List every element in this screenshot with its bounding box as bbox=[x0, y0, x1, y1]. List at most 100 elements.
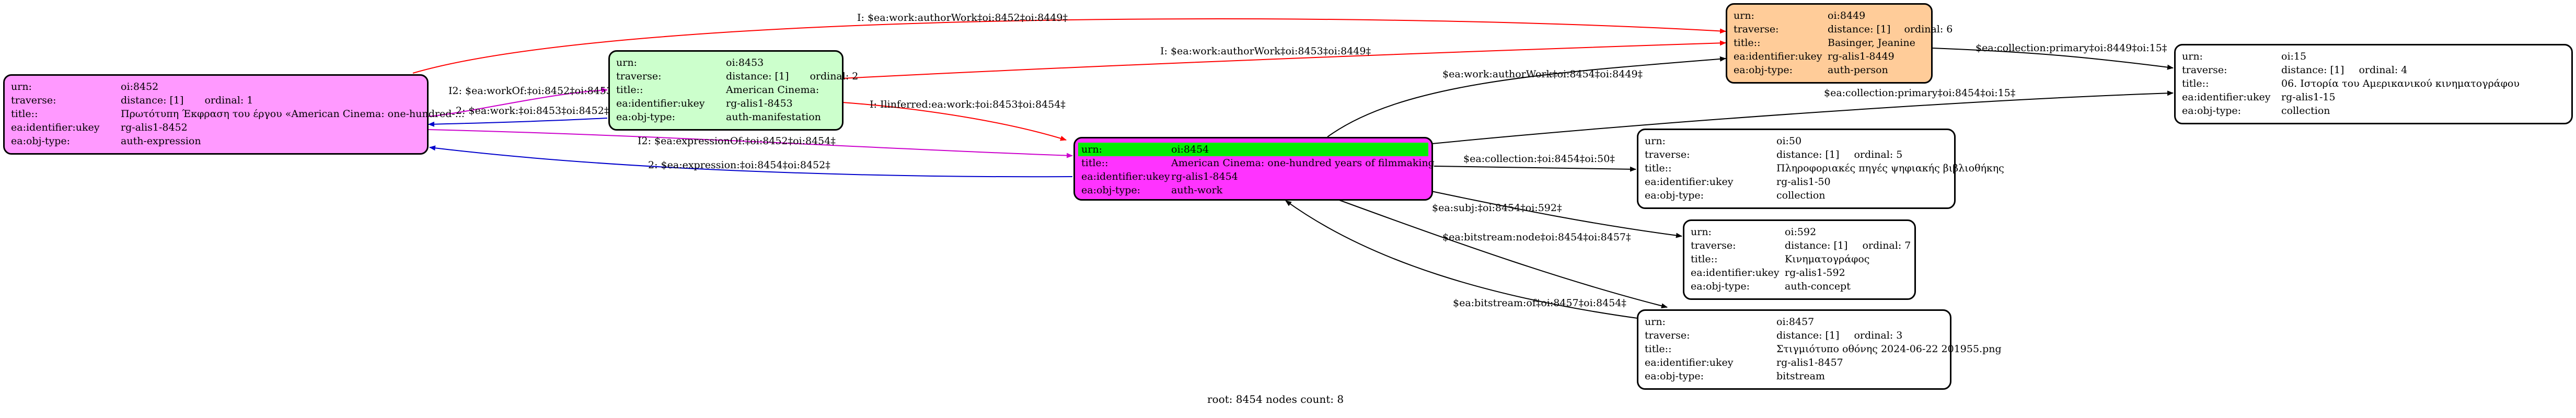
node-row-urn: urn: oi:8454 bbox=[1078, 143, 1428, 156]
edge-label-e7: $ea:collection:primary‡oi:8449‡oi:15‡ bbox=[1976, 42, 2167, 54]
field-value: distance: [1] bbox=[121, 95, 184, 106]
node-row-traverse: traverse:distance: [1]ordinal: 6 bbox=[1734, 22, 1953, 36]
field-label: ea:identifier:ukey bbox=[11, 122, 100, 133]
node-row-title: title::Στιγμιότυπο οθόνης 2024-06-22 201… bbox=[1645, 342, 2002, 356]
node-row-obj-type: ea:obj-type:auth-concept bbox=[1691, 280, 1908, 293]
field-value: Basinger, Jeanine bbox=[1828, 37, 1915, 49]
node-row-traverse: traverse:distance: [1]ordinal: 4 bbox=[2182, 63, 2565, 77]
field-label: ea:identifier:ukey bbox=[1645, 176, 1734, 188]
field-label: urn: bbox=[1691, 226, 1712, 238]
field-label: ea:obj-type: bbox=[1645, 190, 1704, 201]
field-label: traverse: bbox=[1645, 149, 1690, 160]
field-value: rg-alis1-592 bbox=[1785, 267, 1845, 278]
graph-footer: root: 8454 nodes count: 8 bbox=[1207, 393, 1344, 405]
node-row-title: title::Πληροφοριακές πηγές ψηφιακής βιβλ… bbox=[1645, 161, 2004, 175]
edge-e10 bbox=[429, 145, 1073, 178]
edge-e3 bbox=[428, 118, 608, 127]
field-value: ordinal: 7 bbox=[1862, 240, 1911, 251]
field-value: rg-alis1-8457 bbox=[1776, 357, 1843, 368]
edge-e2 bbox=[427, 87, 608, 117]
edge-e13 bbox=[1337, 199, 1668, 309]
field-label: urn: bbox=[1734, 10, 1754, 21]
node-oi-15[interactable]: urn:oi:15 traverse:distance: [1]ordinal:… bbox=[2174, 44, 2573, 124]
field-label: title:: bbox=[2182, 78, 2209, 89]
field-label: urn: bbox=[1645, 316, 1666, 328]
field-value: ordinal: 4 bbox=[2359, 64, 2408, 76]
node-row-traverse: traverse:distance: [1]ordinal: 2 bbox=[616, 69, 858, 83]
field-value: rg-alis1-15 bbox=[2281, 91, 2336, 103]
node-row-obj-type: ea:obj-type:auth-person bbox=[1734, 63, 1925, 77]
field-value: distance: [1] bbox=[1828, 24, 1891, 35]
field-label: traverse: bbox=[1645, 330, 1690, 341]
node-oi-8457[interactable]: urn:oi:8457 traverse:distance: [1]ordina… bbox=[1637, 309, 2002, 390]
node-row-obj-type: ea:obj-type:collection bbox=[1645, 189, 1948, 202]
node-row-traverse: traverse:distance: [1]ordinal: 7 bbox=[1691, 239, 1911, 252]
field-value: oi:50 bbox=[1776, 135, 1802, 147]
field-value: bitstream bbox=[1776, 370, 1825, 382]
field-value: rg-alis1-8454 bbox=[1171, 171, 1238, 182]
node-row-traverse: traverse:distance: [1]ordinal: 3 bbox=[1645, 329, 1944, 342]
field-value: rg-alis1-8453 bbox=[726, 98, 793, 109]
field-value: rg-alis1-8449 bbox=[1828, 51, 1895, 62]
field-label: title:: bbox=[1645, 343, 1672, 355]
field-label: ea:obj-type: bbox=[11, 135, 71, 147]
field-value: auth-concept bbox=[1785, 281, 1851, 292]
field-value: oi:592 bbox=[1785, 226, 1817, 238]
node-oi-8453[interactable]: urn:oi:8453 traverse:distance: [1]ordina… bbox=[608, 50, 858, 131]
field-value: distance: [1] bbox=[1785, 240, 1848, 251]
field-label: ea:identifier:ukey bbox=[1081, 171, 1170, 182]
field-value: Κινηματογράφος bbox=[1785, 253, 1870, 265]
field-value: oi:15 bbox=[2281, 51, 2307, 62]
edge-e4 bbox=[842, 40, 1726, 79]
field-value: auth-manifestation bbox=[726, 111, 821, 123]
field-value: auth-work bbox=[1171, 184, 1223, 196]
field-value: oi:8454 bbox=[1171, 144, 1209, 155]
edge-e9 bbox=[428, 129, 1073, 158]
node-row-urn: urn:oi:15 bbox=[2182, 50, 2565, 63]
edge-label-e11: $ea:collection:‡oi:8454‡oi:50‡ bbox=[1463, 153, 1615, 165]
node-oi-592[interactable]: urn:oi:592 traverse:distance: [1]ordinal… bbox=[1683, 219, 1916, 300]
node-row-urn: urn:oi:8457 bbox=[1645, 315, 1944, 329]
edge-e11 bbox=[1434, 166, 1636, 172]
field-value: Στιγμιότυπο οθόνης 2024-06-22 201955.png bbox=[1776, 343, 2002, 355]
edge-e1 bbox=[412, 18, 1726, 74]
node-row-obj-type: ea:obj-type:collection bbox=[2182, 104, 2565, 118]
node-row-title: title::American Cinema: bbox=[616, 83, 836, 97]
field-value: distance: [1] bbox=[1776, 330, 1840, 341]
edge-label-e10: 2: $ea:expression:‡oi:8454‡oi:8452‡ bbox=[648, 159, 830, 171]
field-label: title:: bbox=[1645, 162, 1672, 174]
node-oi-8452[interactable]: urn:oi:8452 traverse:distance: [1]ordina… bbox=[3, 74, 465, 155]
edge-e7 bbox=[1931, 48, 2174, 70]
field-label: urn: bbox=[1081, 144, 1102, 155]
edge-label-e3: 2: $ea:work:‡oi:8453‡oi:8452‡ bbox=[456, 105, 609, 117]
field-label: ea:identifier:ukey bbox=[2182, 91, 2271, 103]
field-label: ea:obj-type: bbox=[1081, 184, 1141, 196]
edge-e6 bbox=[1327, 56, 1726, 137]
edge-e14 bbox=[1285, 200, 1642, 319]
field-value: American Cinema: one-hundred years of fi… bbox=[1171, 157, 1435, 169]
field-value: rg-alis1-8452 bbox=[121, 122, 188, 133]
node-row-title: title::Πρωτότυπη Έκφραση του έργου «Amer… bbox=[11, 107, 465, 121]
node-row-ukey: ea:identifier:ukey rg-alis1-15 bbox=[2182, 90, 2565, 104]
field-label: title:: bbox=[1734, 37, 1761, 49]
field-label: title:: bbox=[1691, 253, 1718, 265]
node-row-urn: urn: oi:592 bbox=[1691, 225, 1908, 239]
node-row-traverse: traverse:distance: [1]ordinal: 1 bbox=[11, 94, 421, 107]
node-row-urn: urn:oi:8453 bbox=[616, 56, 836, 69]
field-value: distance: [1] bbox=[1776, 149, 1840, 160]
edge-label-e13: $ea:bitstream:node‡oi:8454‡oi:8457‡ bbox=[1442, 231, 1631, 243]
field-label: ea:obj-type: bbox=[616, 111, 676, 123]
edge-label-e2: I2: $ea:workOf:‡oi:8452‡oi:8453‡ bbox=[448, 85, 617, 97]
edge-label-e4: I: $ea:work:authorWork‡oi:8453‡oi:8449‡ bbox=[1160, 45, 1371, 57]
node-oi-8454[interactable]: urn: oi:8454 title::American Cinema: one-… bbox=[1073, 137, 1435, 201]
node-row-traverse: traverse:distance: [1]ordinal: 5 bbox=[1645, 148, 1948, 161]
edge-label-e12: $ea:subj:‡oi:8454‡oi:592‡ bbox=[1432, 202, 1562, 214]
field-label: ea:identifier:ukey bbox=[1734, 51, 1822, 62]
node-row-ukey: ea:identifier:ukey rg-alis1-8449 bbox=[1734, 50, 1925, 63]
edge-label-e1: I: $ea:work:authorWork‡oi:8452‡oi:8449‡ bbox=[857, 12, 1068, 24]
node-row-title: title::American Cinema: one-hundred year… bbox=[1081, 156, 1435, 170]
node-oi-50[interactable]: urn:oi:50 traverse:distance: [1]ordinal:… bbox=[1637, 129, 2004, 209]
node-oi-8449[interactable]: urn:oi:8449 traverse:distance: [1]ordina… bbox=[1726, 3, 1953, 84]
